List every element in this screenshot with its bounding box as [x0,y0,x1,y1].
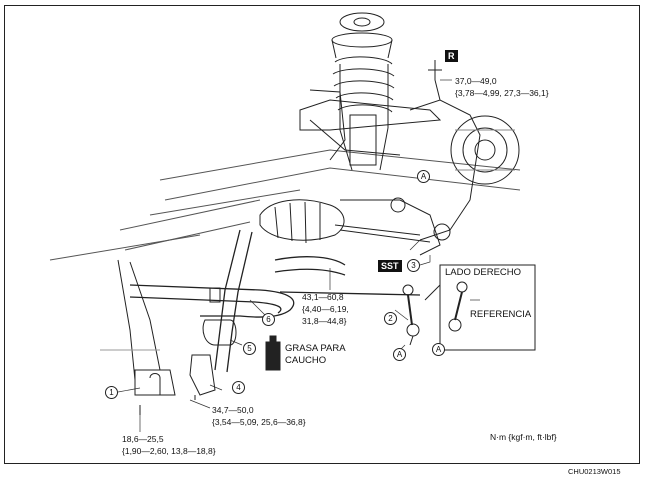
marker-a-hub: A [417,170,430,183]
left-bracket [100,259,176,415]
torque-lower-1: 34,7—50,0 [212,405,254,415]
marker-a-link: A [393,348,406,361]
torque-top: 37,0—49,0 [455,76,497,86]
grease-label-1: GRASA PARA [285,343,346,354]
torque-mid-2: {4,40—6,19, [302,304,349,314]
side-label: LADO DERECHO [445,267,522,278]
upper-arm [299,89,442,161]
reference-label: REFERENCIA [470,309,532,320]
figure-code: CHU0213W015 [568,467,621,476]
stabilizer-bar [129,229,421,373]
torque-bottom-1: 18,6—25,5 [122,434,164,444]
torque-top-alt: {3,78—4,99, 27,3—36,1} [455,88,549,98]
reference-box [424,264,536,351]
tag-r: R [445,50,458,62]
bracket [189,354,216,400]
callout-1: 1 [105,386,118,399]
stabilizer-link [402,284,420,346]
callout-6: 6 [262,313,275,326]
grease-label-2: CAUCHO [285,355,327,366]
bushing [202,287,237,346]
callout-3: 3 [407,259,420,272]
callout-5: 5 [243,342,256,355]
callout-4: 4 [232,381,245,394]
marker-a-reference: A [432,343,445,356]
coil-spring-strut [331,12,395,171]
knuckle-hub [409,60,520,241]
torque-lower-2: {3,54—5,09, 25,6—36,8} [212,417,306,427]
lower-arm [340,197,451,256]
steering-boot [259,199,431,244]
torque-mid-1: 43,1—60,8 [302,292,344,302]
torque-mid-3: 31,8—44,8} [302,316,347,326]
chassis-frame [49,149,521,261]
units-label: N·m {kgf·m, ft·lbf} [490,432,557,442]
torque-bottom-2: {1,90—2,60, 13,8—18,8} [122,446,216,456]
grease-tube-icon [265,335,281,371]
tag-sst: SST [378,260,402,272]
leader-lines [117,79,480,432]
callout-2: 2 [384,312,397,325]
diagram-frame [4,5,640,464]
